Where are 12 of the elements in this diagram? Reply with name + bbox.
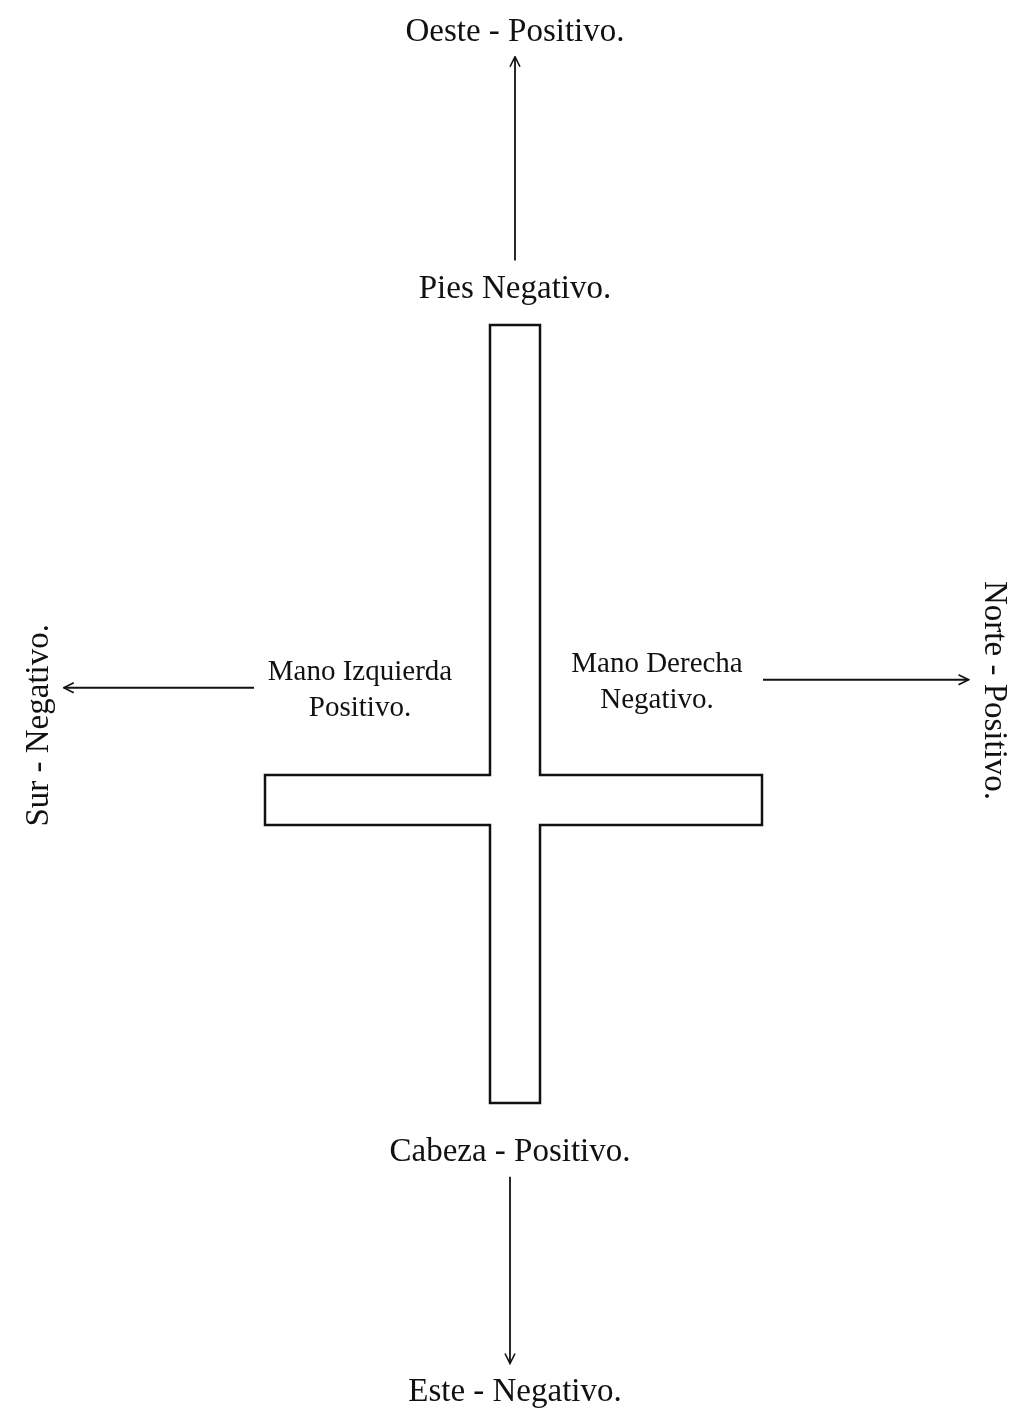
direction-label: Cabeza - Positivo.: [320, 1129, 700, 1171]
arrow: [62, 681, 255, 694]
arrow: [504, 1175, 516, 1365]
arrow: [509, 55, 521, 262]
direction-label: Pies Negativo.: [355, 266, 675, 308]
direction-label: Sur - Negativo.: [16, 623, 58, 827]
arrow: [762, 673, 970, 686]
direction-label: Mano Izquierda Positivo.: [260, 651, 460, 724]
direction-label: Mano Derecha Negativo.: [557, 643, 757, 716]
direction-label: Oeste - Positivo.: [335, 9, 695, 51]
direction-label: Este - Negativo.: [335, 1369, 695, 1411]
direction-label: Norte - Positivo.: [974, 580, 1016, 800]
